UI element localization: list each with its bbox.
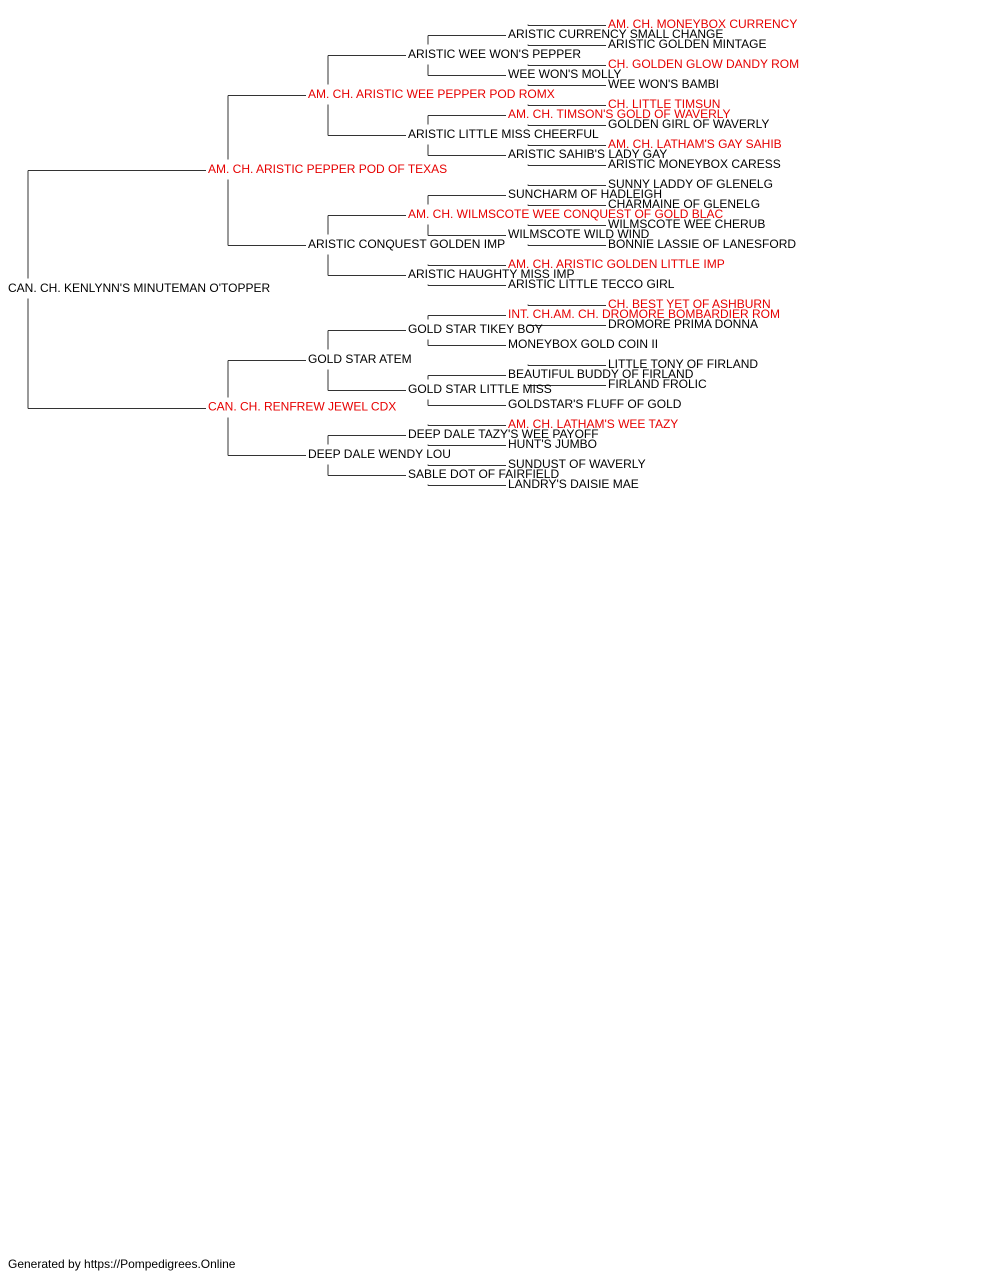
ancestor-name: ARISTIC SAHIB'S LADY GAY [508, 147, 667, 161]
ancestor-name: GOLD STAR LITTLE MISS [408, 382, 552, 396]
ancestor-name: AM. CH. LATHAM'S GAY SAHIB [608, 137, 782, 151]
ancestor-name: CH. BEST YET OF ASHBURN [608, 297, 771, 311]
ancestor-name: CAN. CH. RENFREW JEWEL CDX [208, 400, 396, 414]
ancestor-name: AM. CH. WILMSCOTE WEE CONQUEST OF GOLD B… [408, 207, 723, 221]
ancestor-name: AM. CH. ARISTIC GOLDEN LITTLE IMP [508, 257, 725, 271]
ancestor-name: MONEYBOX GOLD COIN II [508, 337, 658, 351]
ancestor-name: LANDRY'S DAISIE MAE [508, 477, 639, 491]
footer-credit: Generated by https://Pompedigrees.Online [8, 1257, 236, 1271]
ancestor-name: HUNT'S JUMBO [508, 437, 597, 451]
ancestor-name: ARISTIC GOLDEN MINTAGE [608, 37, 766, 51]
ancestor-name: ARISTIC MONEYBOX CARESS [608, 157, 781, 171]
ancestor-name: SUNNY LADDY OF GLENELG [608, 177, 773, 191]
ancestor-name: ARISTIC CONQUEST GOLDEN IMP [308, 237, 505, 251]
ancestor-name: AM. CH. LATHAM'S WEE TAZY [508, 417, 678, 431]
ancestor-name: ARISTIC CURRENCY SMALL CHANGE [508, 27, 723, 41]
ancestor-name: SABLE DOT OF FAIRFIELD [408, 467, 559, 481]
ancestor-name: BONNIE LASSIE OF LANESFORD [608, 237, 796, 251]
ancestor-name: DEEP DALE TAZY'S WEE PAYOFF [408, 427, 599, 441]
ancestor-name: AM. CH. ARISTIC WEE PEPPER POD ROMX [308, 87, 555, 101]
ancestor-name: WILMSCOTE WEE CHERUB [608, 217, 765, 231]
ancestor-name: DROMORE PRIMA DONNA [608, 317, 758, 331]
ancestor-name: ARISTIC LITTLE TECCO GIRL [508, 277, 675, 291]
ancestor-name: INT. CH.AM. CH. DROMORE BOMBARDIER ROM [508, 307, 780, 321]
ancestor-name: LITTLE TONY OF FIRLAND [608, 357, 758, 371]
ancestor-name: AM. CH. MONEYBOX CURRENCY [608, 17, 797, 31]
ancestor-name: CH. LITTLE TIMSUN [608, 97, 720, 111]
ancestor-name: AM. CH. TIMSON'S GOLD OF WAVERLY [508, 107, 731, 121]
ancestor-name: GOLDEN GIRL OF WAVERLY [608, 117, 769, 131]
ancestor-name: GOLD STAR TIKEY BOY [408, 322, 543, 336]
ancestor-name: AM. CH. ARISTIC PEPPER POD OF TEXAS [208, 162, 447, 176]
ancestor-name: WEE WON'S MOLLY [508, 67, 621, 81]
ancestor-name: SUNCHARM OF HADLEIGH [508, 187, 662, 201]
ancestor-name: CH. GOLDEN GLOW DANDY ROM [608, 57, 799, 71]
ancestor-name: CHARMAINE OF GLENELG [608, 197, 760, 211]
subject-dog-name: CAN. CH. KENLYNN'S MINUTEMAN O'TOPPER [8, 281, 271, 295]
ancestor-name: ARISTIC WEE WON'S PEPPER [408, 47, 581, 61]
ancestor-name: ARISTIC LITTLE MISS CHEERFUL [408, 127, 599, 141]
ancestor-name: DEEP DALE WENDY LOU [308, 447, 451, 461]
ancestor-name: WILMSCOTE WILD WIND [508, 227, 650, 241]
ancestor-name: GOLD STAR ATEM [308, 352, 412, 366]
ancestor-name: WEE WON'S BAMBI [608, 77, 719, 91]
ancestor-name: SUNDUST OF WAVERLY [508, 457, 646, 471]
ancestor-name: FIRLAND FROLIC [608, 377, 707, 391]
ancestor-name: GOLDSTAR'S FLUFF OF GOLD [508, 397, 682, 411]
ancestor-name: BEAUTIFUL BUDDY OF FIRLAND [508, 367, 694, 381]
ancestor-name: ARISTIC HAUGHTY MISS IMP [408, 267, 574, 281]
